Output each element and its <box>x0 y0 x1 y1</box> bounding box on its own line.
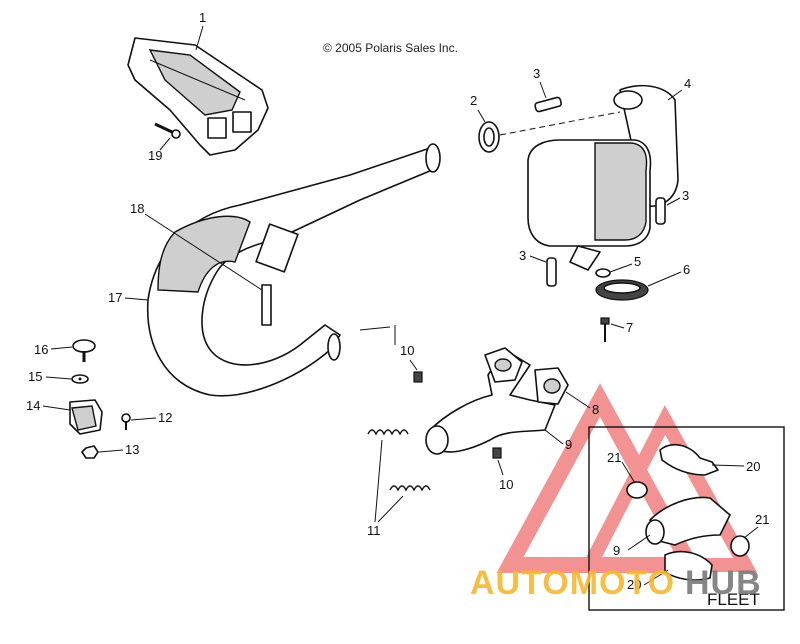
watermark-text-b: HUB <box>685 564 762 602</box>
part-y-manifold <box>425 347 569 455</box>
leader-1 <box>195 25 204 51</box>
callout-9-inset: 9 <box>613 543 620 558</box>
callout-8: 8 <box>592 402 599 417</box>
leader-6 <box>647 271 682 287</box>
callout-18: 18 <box>130 201 144 216</box>
callout-1: 1 <box>199 10 206 25</box>
callout-2: 2 <box>470 93 477 108</box>
leader-18 <box>144 213 263 291</box>
callout-12: 12 <box>158 410 172 425</box>
leader-10-bottom <box>497 459 504 476</box>
watermark-text: AUTOMOTO HUB <box>470 564 762 602</box>
leader-3-top <box>539 81 547 99</box>
callout-10-bottom: 10 <box>499 477 513 492</box>
leader-16 <box>50 346 73 350</box>
callout-20-bottom: 20 <box>627 577 641 592</box>
fleet-label: FLEET <box>707 590 760 609</box>
callout-13: 13 <box>125 442 139 457</box>
part-screw-7 <box>600 317 610 342</box>
callout-19: 19 <box>148 148 162 163</box>
callout-4: 4 <box>684 76 691 91</box>
part-silencer <box>527 84 679 271</box>
fleet-inset-frame <box>588 426 785 611</box>
part-fastener-10-top <box>413 371 423 383</box>
fleet-inset: FLEET <box>588 426 785 611</box>
callout-10-top: 10 <box>400 343 414 358</box>
part-bolt-19 <box>154 122 181 139</box>
leader-20-top <box>711 464 745 467</box>
leader-7 <box>610 323 625 329</box>
part-fastener-10-bottom <box>492 447 502 459</box>
part-grommet <box>595 279 649 301</box>
leader-13 <box>98 449 124 453</box>
callout-15: 15 <box>28 369 42 384</box>
part-spacer-3-mid <box>546 257 557 287</box>
callout-6: 6 <box>683 262 690 277</box>
callout-20-top: 20 <box>746 459 760 474</box>
callout-3-mid: 3 <box>519 248 526 263</box>
leader-12 <box>130 417 157 421</box>
part-washer-15 <box>71 374 89 384</box>
callout-5: 5 <box>634 254 641 269</box>
part-washer <box>595 268 611 278</box>
callout-16: 16 <box>34 342 48 357</box>
leader-5 <box>609 263 633 273</box>
leader-17 <box>124 297 149 301</box>
callout-14: 14 <box>26 398 40 413</box>
leader-21-top <box>621 461 636 484</box>
leader-11-a <box>374 439 383 523</box>
part-bracket <box>127 37 269 156</box>
leader-4 <box>667 89 683 101</box>
part-nut-13 <box>81 445 99 459</box>
callout-3-right: 3 <box>682 188 689 203</box>
part-mount-bracket <box>69 399 103 435</box>
callout-3-top: 3 <box>533 66 540 81</box>
part-spacer-3-top <box>534 96 562 113</box>
leader-2 <box>477 109 486 123</box>
part-spacer-3-right <box>655 197 666 225</box>
leader-20-bottom <box>643 569 669 586</box>
part-gasket-ring <box>478 121 500 153</box>
part-expansion-pipe <box>146 143 441 397</box>
alignment-line-2 <box>499 111 621 136</box>
leader-9 <box>544 429 564 445</box>
callout-7: 7 <box>626 320 633 335</box>
callout-17: 17 <box>108 290 122 305</box>
part-bolt-16 <box>72 339 96 362</box>
leader-3-right <box>666 197 681 206</box>
callout-21-right: 21 <box>755 512 769 527</box>
leader-21-right <box>743 526 759 539</box>
leader-19 <box>159 137 171 151</box>
callout-21-top: 21 <box>607 450 621 465</box>
callout-9: 9 <box>565 437 572 452</box>
leader-9-inset <box>627 534 651 551</box>
leader-10-top <box>409 359 418 371</box>
callout-11: 11 <box>367 523 381 538</box>
copyright-text: © 2005 Polaris Sales Inc. <box>323 41 458 55</box>
leader-15 <box>45 376 72 380</box>
part-springs <box>359 325 431 492</box>
leader-3-mid <box>529 255 547 263</box>
leader-8 <box>565 391 591 409</box>
part-screw-12 <box>121 413 131 430</box>
leader-14 <box>42 405 71 411</box>
leader-11-b <box>377 495 404 523</box>
watermark-text-a: AUTOMOTO <box>470 564 675 602</box>
